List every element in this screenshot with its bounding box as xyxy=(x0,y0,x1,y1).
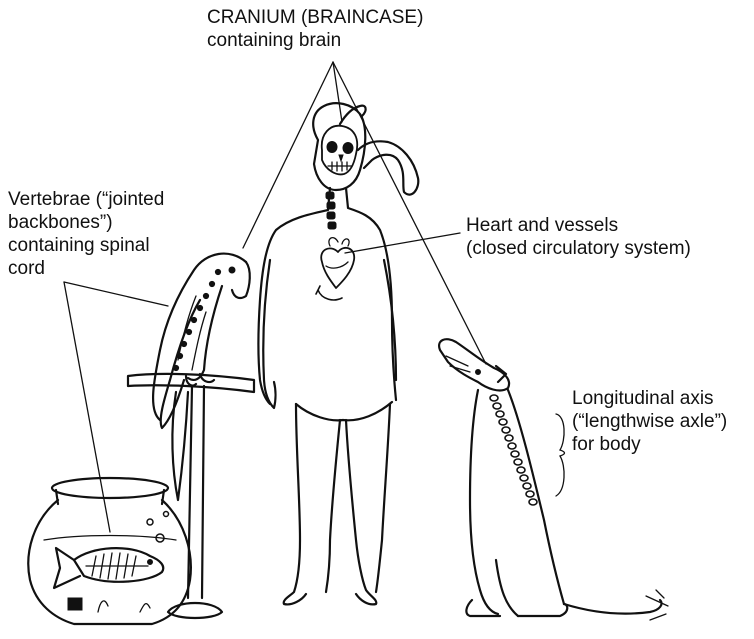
fish-bowl xyxy=(28,478,191,624)
parrot-beak xyxy=(232,262,250,298)
human-raised-arm xyxy=(358,141,418,194)
parrot-tail xyxy=(172,392,188,500)
cat-haunch xyxy=(496,560,518,616)
bowl-outline xyxy=(28,500,191,624)
fish-icon xyxy=(54,548,163,588)
vertebrae-leader-parrot xyxy=(64,282,168,306)
human-left-leg-inner xyxy=(326,420,340,592)
bowl-rim xyxy=(52,478,168,498)
human-right-leg-outer xyxy=(376,404,390,592)
cranium-leader-parrot xyxy=(243,62,333,248)
cat-ear xyxy=(496,366,506,382)
cat-figure xyxy=(439,339,668,620)
heart-leader xyxy=(345,233,460,253)
bowl-castle-icon xyxy=(68,598,82,610)
human-right-leg xyxy=(346,420,376,604)
bowl-plants xyxy=(98,601,150,612)
cat-tail xyxy=(564,600,662,614)
heart-icon xyxy=(316,238,354,300)
axis-brace xyxy=(556,414,565,496)
human-left-leg xyxy=(284,404,306,604)
skull-icon xyxy=(322,126,357,175)
cat-spine xyxy=(490,395,537,505)
cat-back xyxy=(508,390,564,604)
bubble-icon xyxy=(164,512,169,517)
cat-front xyxy=(470,390,498,614)
cat-eye xyxy=(476,370,481,375)
parrot-spine xyxy=(173,269,220,370)
bubble-icon xyxy=(147,519,153,525)
human-figure xyxy=(259,103,419,604)
cat-tail-motion xyxy=(646,590,668,620)
human-hand-on-head xyxy=(340,106,366,124)
human-left-arm xyxy=(263,260,275,408)
human-hips xyxy=(296,402,392,420)
human-left-side xyxy=(259,188,331,404)
parrot-eye xyxy=(229,267,235,273)
human-right-side xyxy=(346,188,396,400)
